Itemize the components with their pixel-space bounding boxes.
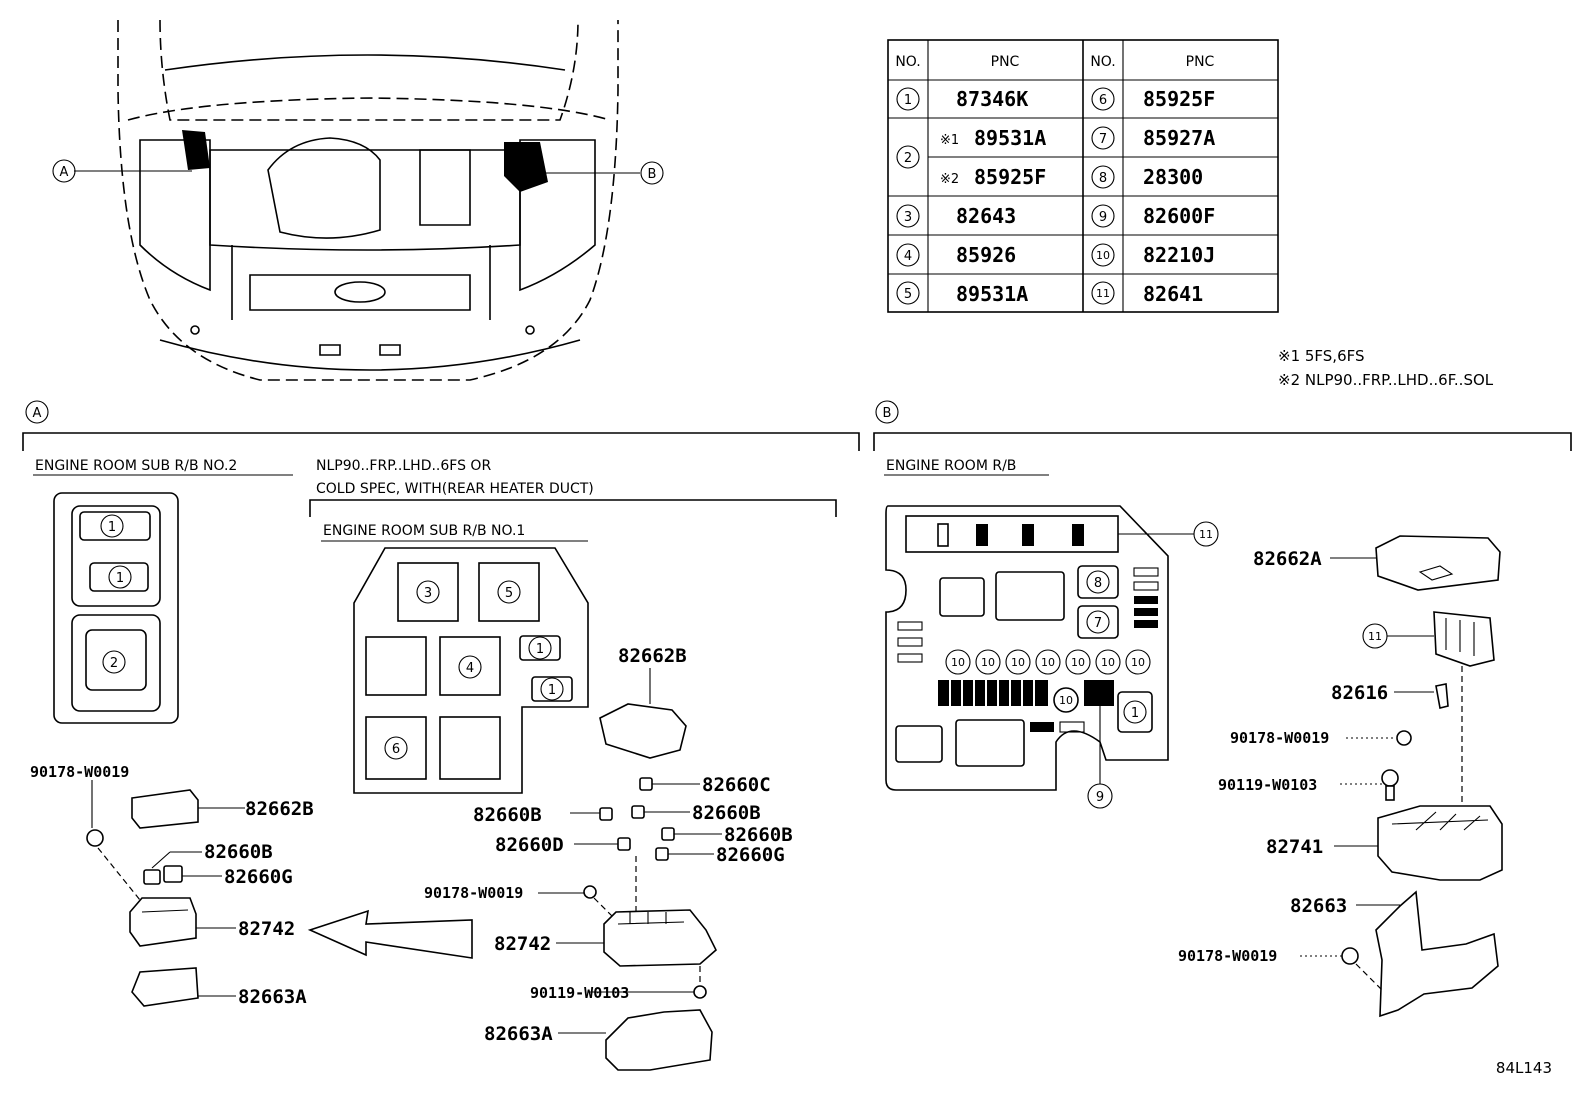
table-pnc: 85926 [956, 243, 1016, 267]
relay-callout: 1 [536, 642, 544, 657]
table-no: 6 [1099, 93, 1107, 108]
table-no: 7 [1099, 132, 1107, 147]
table-pnc: 89531A [974, 126, 1046, 150]
relay-callout: 1 [548, 683, 556, 698]
table-pnc: 28300 [1143, 165, 1203, 189]
table-no: 5 [904, 287, 912, 302]
part-number: 82616 [1331, 682, 1388, 704]
rb-callout: 8 [1094, 576, 1102, 591]
table-note-mark: ※2 [940, 172, 959, 187]
part-number: 82660B [473, 804, 542, 826]
rb-callout: 10 [1101, 656, 1115, 669]
table-no: 11 [1096, 287, 1110, 300]
table-no: 4 [904, 249, 912, 264]
section-b: ENGINE ROOM R/B 11 8 7 10 10 10 [884, 458, 1503, 1018]
rb-callout: 10 [1041, 656, 1055, 669]
table-pnc: 82643 [956, 204, 1016, 228]
part-number: 82663 [1290, 895, 1347, 917]
table-no: 10 [1096, 249, 1110, 262]
table-no: 2 [904, 151, 912, 166]
sub-rb-no2-title: ENGINE ROOM SUB R/B NO.2 [35, 458, 237, 474]
section-a-marker: A [33, 406, 42, 421]
relay-callout: 5 [505, 586, 513, 601]
pnc-table: NO. PNC NO. PNC 1 2 3 4 5 87346K ※1 8953… [887, 39, 1279, 313]
table-pnc: 82641 [1143, 282, 1203, 306]
part-callout: 11 [1368, 630, 1382, 643]
figure-code: 84L143 [1496, 1059, 1552, 1077]
table-no: 9 [1099, 210, 1107, 225]
table-pnc: 85927A [1143, 126, 1215, 150]
table-header-pnc-2: PNC [1186, 54, 1215, 70]
part-number: 82663A [238, 986, 307, 1008]
part-number: 82662B [245, 798, 314, 820]
table-header-pnc: PNC [991, 54, 1020, 70]
relay-callout: 6 [392, 742, 400, 757]
part-number: 82660B [692, 802, 761, 824]
part-number: 82660G [716, 844, 785, 866]
view-a-marker: A [60, 165, 69, 180]
note-1: ※1 5FS,6FS [1278, 347, 1365, 365]
part-number: 82660G [224, 866, 293, 888]
rb-callout: 10 [1131, 656, 1145, 669]
table-pnc: 87346K [956, 87, 1028, 111]
relay-callout: 3 [424, 586, 432, 601]
rb-callout: 10 [1011, 656, 1025, 669]
car-overview: A B [52, 19, 664, 381]
part-number: 82662A [1253, 548, 1322, 570]
relay-callout: 2 [110, 656, 118, 671]
rb-callout: 10 [1059, 694, 1073, 707]
part-number: 82660C [702, 774, 771, 796]
part-number: 82741 [1266, 836, 1323, 858]
part-number: 82742 [494, 933, 551, 955]
table-no: 1 [904, 93, 912, 108]
part-number: 82662B [618, 645, 687, 667]
rb-callout: 9 [1096, 790, 1104, 805]
table-header-no: NO. [895, 54, 920, 70]
rb-callout: 7 [1094, 616, 1102, 631]
part-number: 82660B [204, 841, 273, 863]
condition-line-2: COLD SPEC, WITH(REAR HEATER DUCT) [316, 481, 594, 497]
rb-callout: 11 [1199, 528, 1213, 541]
rb-callout: 10 [981, 656, 995, 669]
section-a: ENGINE ROOM SUB R/B NO.2 NLP90..FRP..LHD… [30, 458, 837, 1071]
table-header-no-2: NO. [1090, 54, 1115, 70]
part-number: 90178-W0019 [1178, 947, 1277, 965]
rb-callout: 10 [1071, 656, 1085, 669]
relay-callout: 1 [108, 520, 116, 535]
part-number: 82663A [484, 1023, 553, 1045]
part-number: 90178-W0019 [30, 763, 129, 781]
part-number: 82660D [495, 834, 564, 856]
rb-callout: 10 [951, 656, 965, 669]
table-pnc: 89531A [956, 282, 1028, 306]
table-pnc: 82210J [1143, 243, 1215, 267]
part-number: 82660B [724, 824, 793, 846]
rb-callout: 1 [1131, 706, 1139, 721]
part-number: 90119-W0103 [530, 984, 629, 1002]
condition-line-1: NLP90..FRP..LHD..6FS OR [316, 458, 491, 474]
table-pnc: 85925F [974, 165, 1046, 189]
rb-title: ENGINE ROOM R/B [886, 458, 1016, 474]
sub-rb-no1-title: ENGINE ROOM SUB R/B NO.1 [323, 523, 525, 539]
part-number: 90178-W0019 [424, 884, 523, 902]
table-pnc: 85925F [1143, 87, 1215, 111]
section-b-marker: B [883, 406, 892, 421]
table-no: 3 [904, 210, 912, 225]
note-2: ※2 NLP90..FRP..LHD..6F..SOL [1278, 371, 1494, 389]
table-pnc: 82600F [1143, 204, 1215, 228]
relay-callout: 4 [466, 661, 474, 676]
table-no: 8 [1099, 171, 1107, 186]
part-number: 90119-W0103 [1218, 776, 1317, 794]
view-b-marker: B [648, 167, 657, 182]
part-number: 90178-W0019 [1230, 729, 1329, 747]
relay-callout: 1 [116, 571, 124, 586]
part-number: 82742 [238, 918, 295, 940]
table-note-mark: ※1 [940, 133, 959, 148]
